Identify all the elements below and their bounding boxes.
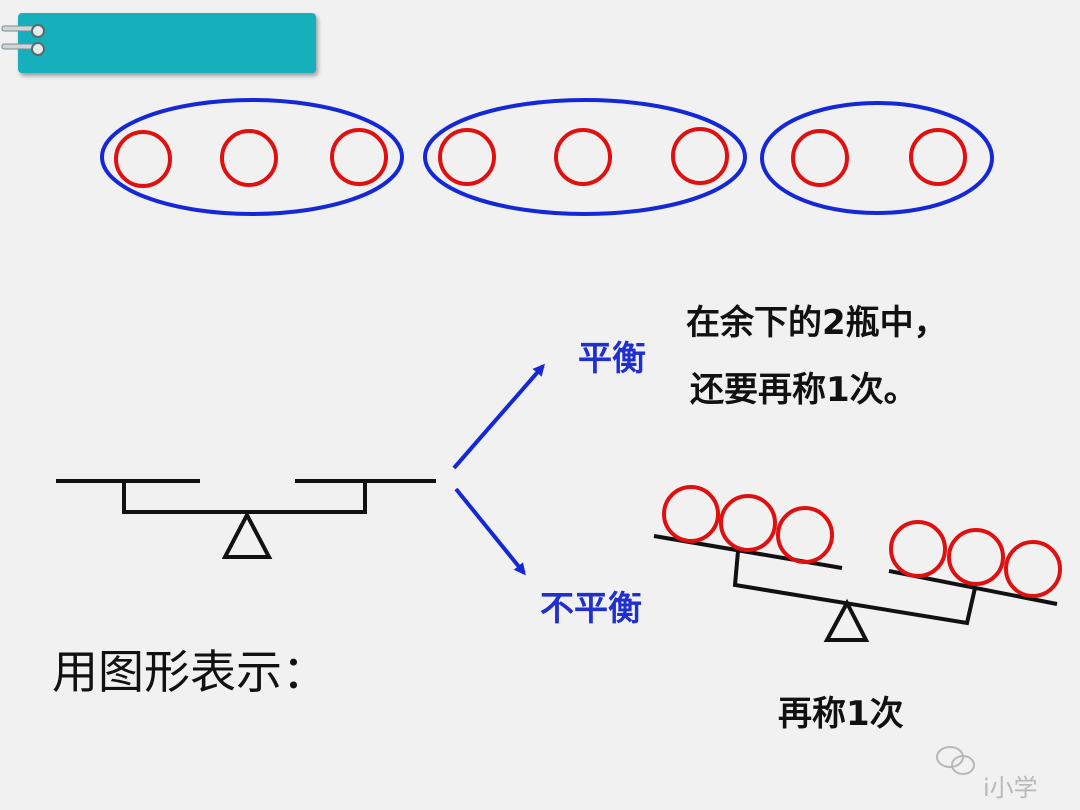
- arrow-to-unbalanced: [454, 487, 526, 576]
- balanced-note-line2: 还要再称1次。: [690, 370, 918, 410]
- bottle-circle: [220, 129, 278, 187]
- bottle-circle: [791, 129, 849, 187]
- balanced-label: 平衡: [578, 339, 646, 379]
- watermark-text: i小学: [983, 774, 1038, 802]
- level-balance-scale: [56, 479, 436, 559]
- bottle-group-2: [423, 98, 747, 216]
- fulcrum-triangle: [221, 510, 273, 559]
- bottle-circle: [909, 128, 967, 186]
- bottle-circle: [1004, 540, 1062, 598]
- bottle-circle: [438, 128, 496, 186]
- bottle-circle: [114, 130, 172, 188]
- represent-label: 用图形表示：: [52, 645, 328, 699]
- balanced-note-line1: 在余下的2瓶中，: [686, 303, 948, 343]
- bottle-circle: [662, 485, 720, 543]
- group-ellipse: [423, 98, 747, 216]
- bottle-group-3: [760, 101, 994, 215]
- fulcrum-triangle: [823, 598, 870, 642]
- tilted-balance-scale: [653, 485, 1062, 642]
- bottle-circle: [776, 506, 834, 564]
- scale-beam: [122, 481, 367, 514]
- scale-beam: [732, 550, 977, 626]
- binder-rings-icon: [1, 24, 45, 56]
- wechat-icon: [936, 746, 975, 775]
- bottle-circle: [554, 128, 612, 186]
- unbalanced-label: 不平衡: [540, 589, 642, 629]
- bottle-circle: [719, 494, 777, 552]
- bottle-circle: [671, 127, 729, 185]
- title-banner: [18, 13, 316, 73]
- bottle-circle: [889, 520, 947, 578]
- bottle-group-1: [100, 98, 404, 216]
- reweigh-caption: 再称1次: [778, 694, 904, 734]
- bottle-circle: [947, 528, 1005, 586]
- arrow-to-balanced: [452, 363, 545, 470]
- group-ellipse: [100, 98, 404, 216]
- group-ellipse: [760, 101, 994, 215]
- bottle-circle: [330, 128, 388, 186]
